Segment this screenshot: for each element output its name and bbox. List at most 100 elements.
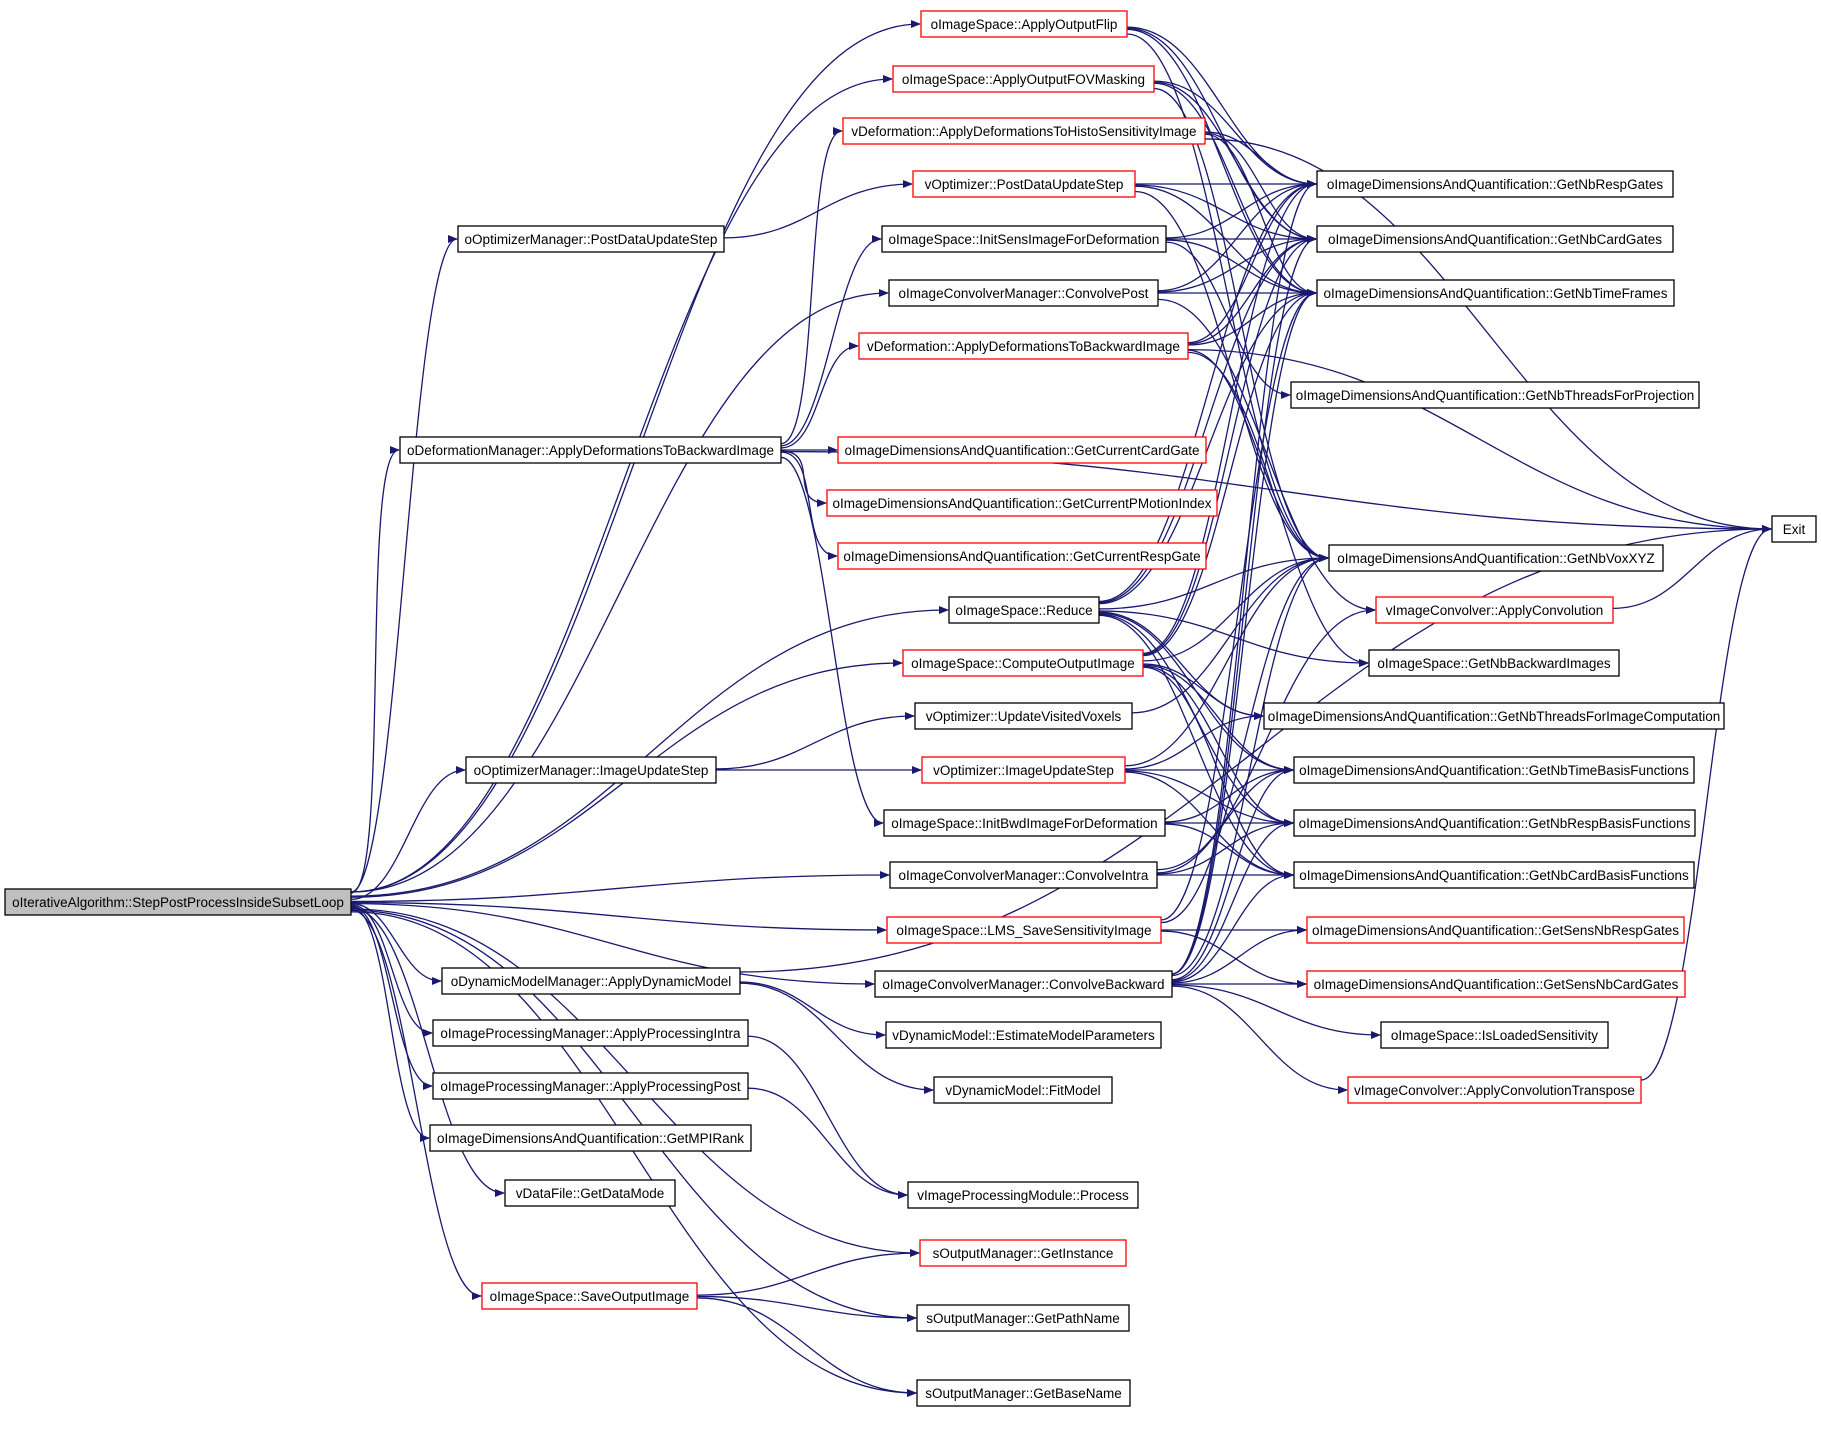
edge-root-to-applyOutputFOVMasking xyxy=(350,75,893,893)
node-box xyxy=(874,970,1173,998)
node-updateVisited[interactable]: vOptimizer::UpdateVisitedVoxels xyxy=(914,702,1133,730)
node-convolvePost[interactable]: oImageConvolverManager::ConvolvePost xyxy=(888,279,1159,307)
node-getDataMode[interactable]: vDataFile::GetDataMode xyxy=(504,1179,676,1207)
node-label: sOutputManager::GetPathName xyxy=(926,1311,1120,1326)
node-exit[interactable]: Exit xyxy=(1771,515,1817,543)
node-applyConvolution[interactable]: vImageConvolver::ApplyConvolution xyxy=(1375,596,1614,624)
node-initSens[interactable]: oImageSpace::InitSensImageForDeformation xyxy=(881,225,1167,253)
node-getNbVoxXYZ[interactable]: oImageDimensionsAndQuantification::GetNb… xyxy=(1328,544,1664,572)
node-ooptPostData[interactable]: oOptimizerManager::PostDataUpdateStep xyxy=(457,225,725,253)
edge-applyDefToHisto-to-getNbRespGates xyxy=(1204,131,1317,188)
node-box xyxy=(429,1124,752,1152)
node-layer: oIterativeAlgorithm::StepPostProcessInsi… xyxy=(4,10,1817,1407)
edge-root-to-getDataMode xyxy=(350,907,505,1197)
node-getNbTimeBasis[interactable]: oImageDimensionsAndQuantification::GetNb… xyxy=(1293,756,1695,784)
node-dynModel[interactable]: oDynamicModelManager::ApplyDynamicModel xyxy=(441,967,741,995)
node-getCurCardGate[interactable]: oImageDimensionsAndQuantification::GetCu… xyxy=(837,436,1207,464)
edge-convolveIntra-to-getNbRespBasis xyxy=(1156,819,1294,875)
node-getMPIRank[interactable]: oImageDimensionsAndQuantification::GetMP… xyxy=(429,1124,752,1152)
node-saveOutput[interactable]: oImageSpace::SaveOutputImage xyxy=(481,1282,698,1310)
node-estimateModel[interactable]: vDynamicModel::EstimateModelParameters xyxy=(885,1021,1162,1049)
node-getSensNbResp[interactable]: oImageDimensionsAndQuantification::GetSe… xyxy=(1306,916,1685,944)
node-applyDefToHisto[interactable]: vDeformation::ApplyDeformationsToHistoSe… xyxy=(842,117,1206,145)
node-root[interactable]: oIterativeAlgorithm::StepPostProcessInsi… xyxy=(4,888,352,916)
node-fitModel[interactable]: vDynamicModel::FitModel xyxy=(933,1076,1113,1104)
edge-computeOutput-to-getNbTimeBasis xyxy=(1142,664,1294,774)
node-getNbThreadsImg[interactable]: oImageDimensionsAndQuantification::GetNb… xyxy=(1263,702,1725,730)
node-getSensNbCard[interactable]: oImageDimensionsAndQuantification::GetSe… xyxy=(1306,970,1686,998)
node-box xyxy=(481,1282,698,1310)
node-getInstance[interactable]: sOutputManager::GetInstance xyxy=(919,1239,1127,1267)
edge-computeOutput-to-getNbTimeFrames xyxy=(1142,289,1317,657)
node-label: oImageSpace::GetNbBackwardImages xyxy=(1377,656,1611,671)
node-getNbThreadsProj[interactable]: oImageDimensionsAndQuantification::GetNb… xyxy=(1290,381,1700,409)
node-label: oImageSpace::LMS_SaveSensitivityImage xyxy=(896,923,1151,938)
edge-convolveBackward-to-getNbCardBasis xyxy=(1171,871,1294,983)
node-applyOutputFOVMasking[interactable]: oImageSpace::ApplyOutputFOVMasking xyxy=(892,65,1155,93)
node-procPost[interactable]: oImageProcessingManager::ApplyProcessing… xyxy=(432,1072,749,1100)
node-label: sOutputManager::GetInstance xyxy=(933,1246,1114,1261)
node-box xyxy=(907,1181,1139,1209)
node-box xyxy=(920,10,1128,38)
node-label: oImageDimensionsAndQuantification::GetSe… xyxy=(1312,923,1679,938)
edge-initBwd-to-getNbCardBasis xyxy=(1164,823,1294,879)
node-getCurRespGate[interactable]: oImageDimensionsAndQuantification::GetCu… xyxy=(837,542,1207,570)
node-convolveBackward[interactable]: oImageConvolverManager::ConvolveBackward xyxy=(874,970,1173,998)
node-label: oImageSpace::Reduce xyxy=(955,603,1092,618)
node-label: oImageSpace::ApplyOutputFlip xyxy=(931,17,1118,32)
node-box xyxy=(441,967,741,995)
edge-reduce-to-getNbBackward xyxy=(1098,610,1369,667)
node-getNbCardBasis[interactable]: oImageDimensionsAndQuantification::GetNb… xyxy=(1293,861,1695,889)
node-applyConvTranspose[interactable]: vImageConvolver::ApplyConvolutionTranspo… xyxy=(1347,1076,1642,1104)
node-ooptImageUpdate[interactable]: oOptimizerManager::ImageUpdateStep xyxy=(465,756,717,784)
edge-root-to-dynModel xyxy=(350,902,442,985)
edge-oDefMgr-to-applyDefToHisto xyxy=(780,127,843,445)
edge-oDefMgr-to-initBwd xyxy=(780,456,884,827)
edge-procPost-to-process xyxy=(747,1087,908,1199)
node-oDefMgr[interactable]: oDeformationManager::ApplyDeformationsTo… xyxy=(399,436,782,464)
node-procIntra[interactable]: oImageProcessingManager::ApplyProcessing… xyxy=(432,1019,749,1047)
node-voptImageUpdate[interactable]: vOptimizer::ImageUpdateStep xyxy=(921,756,1126,784)
node-applyDefToBwdV[interactable]: vDeformation::ApplyDeformationsToBackwar… xyxy=(858,332,1189,360)
node-lmsSave[interactable]: oImageSpace::LMS_SaveSensitivityImage xyxy=(886,916,1162,944)
edge-voptImageUpdate-to-getNbRespBasis xyxy=(1124,770,1294,827)
node-reduce[interactable]: oImageSpace::Reduce xyxy=(948,596,1100,624)
edge-convolveBackward-to-getNbCardGates xyxy=(1171,235,1317,975)
node-box xyxy=(399,436,782,464)
edge-applyDefToHisto-to-exit xyxy=(1204,138,1772,533)
node-voptPostData[interactable]: vOptimizer::PostDataUpdateStep xyxy=(912,170,1136,198)
edge-voptPostData-to-getNbVoxXYZ xyxy=(1134,190,1329,562)
node-getNbRespBasis[interactable]: oImageDimensionsAndQuantification::GetNb… xyxy=(1293,809,1696,837)
node-computeOutput[interactable]: oImageSpace::ComputeOutputImage xyxy=(902,649,1144,677)
node-label: oImageDimensionsAndQuantification::GetNb… xyxy=(1299,868,1689,883)
edge-applyConvolution-to-exit xyxy=(1612,525,1772,610)
edge-root-to-saveOutput xyxy=(350,909,482,1300)
node-getPathName[interactable]: sOutputManager::GetPathName xyxy=(916,1304,1130,1332)
node-getNbTimeFrames[interactable]: oImageDimensionsAndQuantification::GetNb… xyxy=(1316,279,1675,307)
node-applyOutputFlip[interactable]: oImageSpace::ApplyOutputFlip xyxy=(920,10,1128,38)
node-initBwd[interactable]: oImageSpace::InitBwdImageForDeformation xyxy=(883,809,1166,837)
edge-convolvePost-to-getNbCardGates xyxy=(1157,235,1317,293)
node-isLoadedSens[interactable]: oImageSpace::IsLoadedSensitivity xyxy=(1380,1021,1609,1049)
node-box xyxy=(1368,649,1620,677)
node-box xyxy=(1293,861,1695,889)
node-getNbCardGates[interactable]: oImageDimensionsAndQuantification::GetNb… xyxy=(1316,225,1674,253)
node-process[interactable]: vImageProcessingModule::Process xyxy=(907,1181,1139,1209)
edge-applyDefToBwdV-to-getNbRespGates xyxy=(1187,180,1317,344)
edge-root-to-reduce xyxy=(350,606,949,897)
edge-applyDefToHisto-to-getNbTimeFrames xyxy=(1204,133,1317,297)
edge-root-to-convolvePost xyxy=(350,289,889,893)
node-getNbBackward[interactable]: oImageSpace::GetNbBackwardImages xyxy=(1368,649,1620,677)
edge-convolveIntra-to-applyConvolution xyxy=(1156,606,1376,871)
node-getNbRespGates[interactable]: oImageDimensionsAndQuantification::GetNb… xyxy=(1316,170,1674,198)
node-label: oImageSpace::IsLoadedSensitivity xyxy=(1391,1028,1598,1043)
edge-saveOutput-to-getInstance xyxy=(696,1249,920,1296)
node-getBaseName[interactable]: sOutputManager::GetBaseName xyxy=(916,1379,1131,1407)
node-getCurPMotion[interactable]: oImageDimensionsAndQuantification::GetCu… xyxy=(826,489,1218,517)
edge-root-to-ooptImageUpdate xyxy=(350,766,466,901)
node-label: oImageSpace::InitBwdImageForDeformation xyxy=(891,816,1157,831)
node-label: oDynamicModelManager::ApplyDynamicModel xyxy=(451,974,732,989)
node-convolveIntra[interactable]: oImageConvolverManager::ConvolveIntra xyxy=(889,861,1158,889)
edge-initSens-to-getNbRespGates xyxy=(1165,180,1317,239)
node-box xyxy=(1316,279,1675,307)
